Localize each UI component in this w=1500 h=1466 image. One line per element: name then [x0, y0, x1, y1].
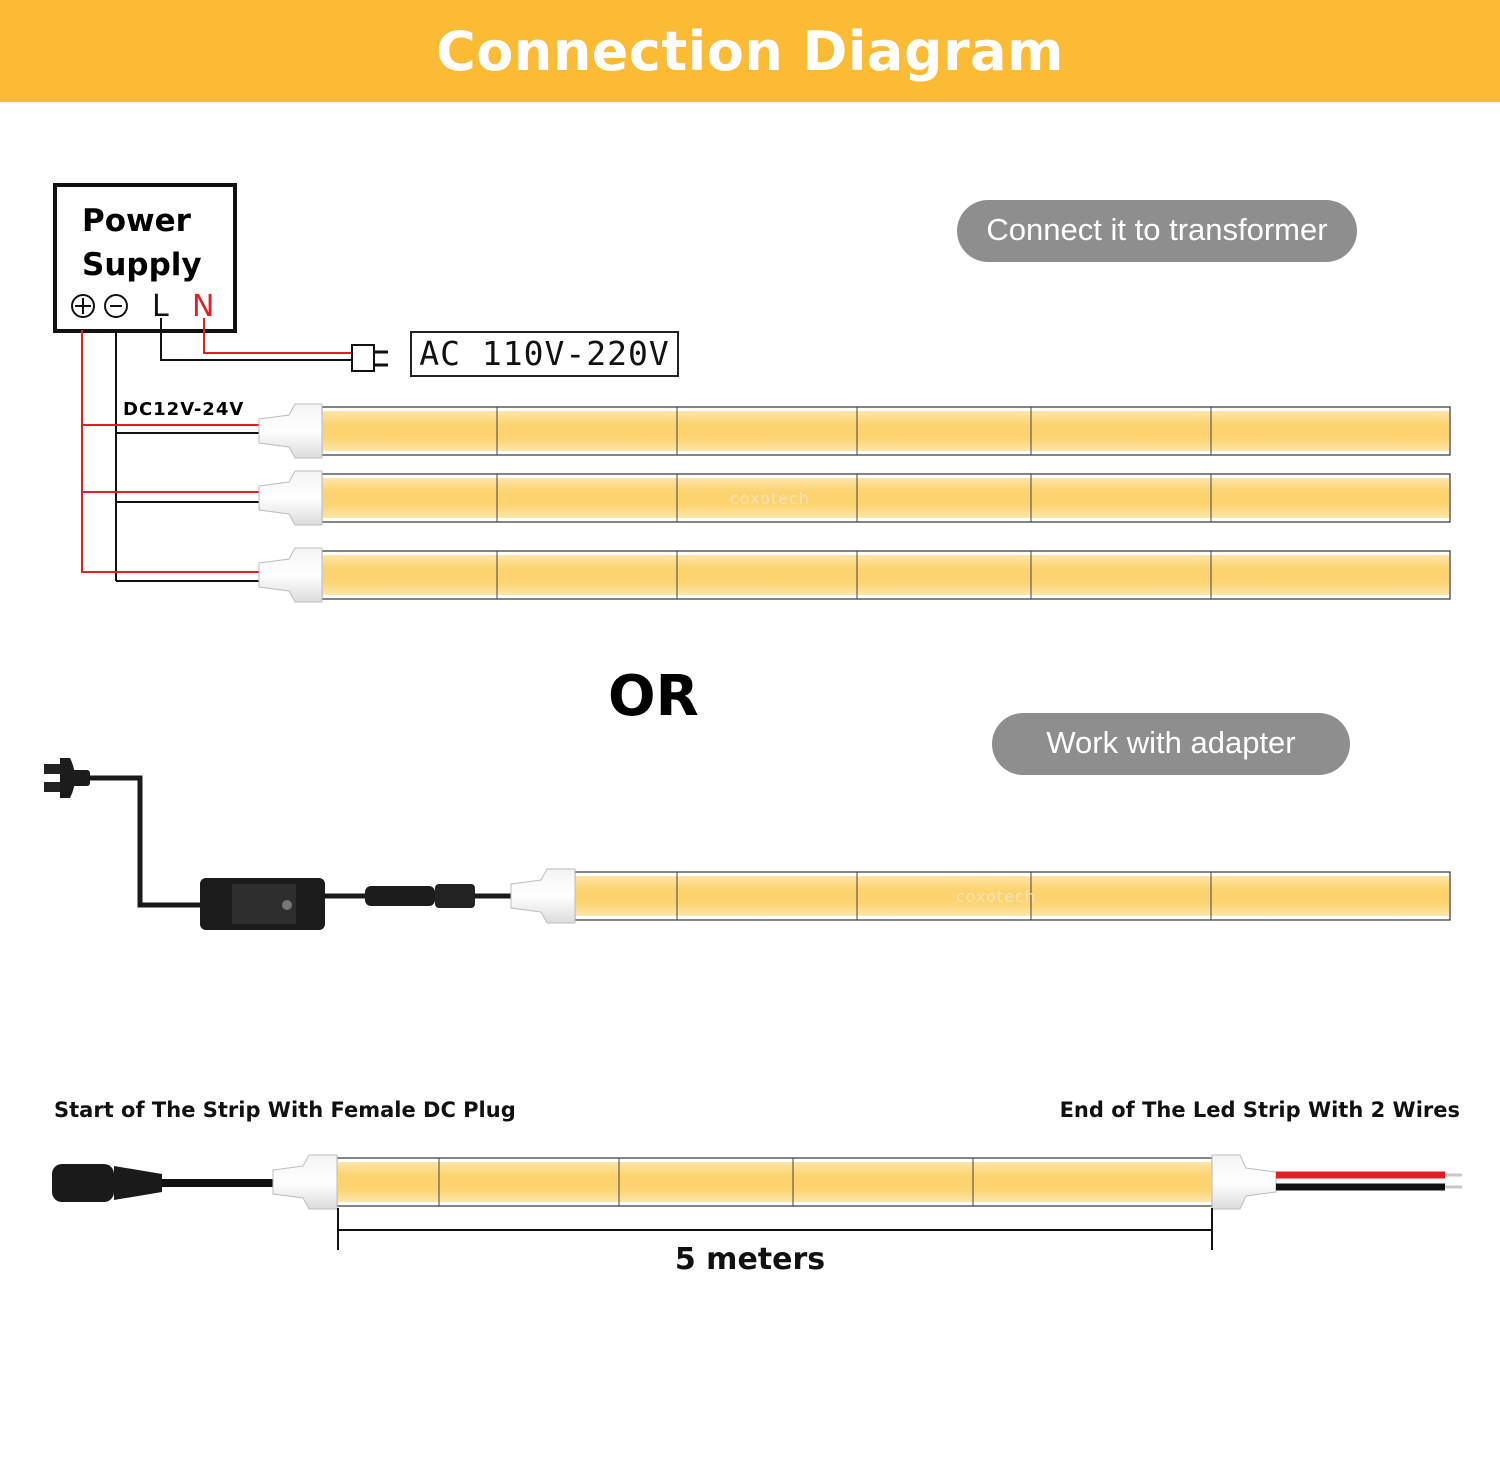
terminal-plus-icon [71, 294, 95, 318]
adapter-strip: coxotech [510, 868, 1451, 924]
power-supply-label: Power Supply [82, 199, 202, 287]
length-label: 5 meters [674, 1242, 826, 1277]
wire-n [203, 318, 352, 354]
wire-l [160, 318, 352, 361]
detail-led-strip-end-cap [272, 1154, 338, 1210]
transformer-strips: coxotech [258, 403, 1451, 603]
led-strip-3-led [323, 555, 1449, 595]
terminal-n: N [192, 289, 214, 324]
adapter-pill: Work with adapter [992, 713, 1350, 775]
transformer-pill: Connect it to transformer [957, 200, 1357, 262]
ac-voltage-label: AC 110V-220V [410, 331, 679, 377]
power-supply-text: Power Supply [82, 203, 202, 283]
dc-connector-icon [365, 884, 512, 908]
eu-plug-icon [44, 758, 90, 798]
adapter-led-strip-watermark: coxotech [956, 887, 1036, 906]
detail-led-strip-tail-cap [1211, 1154, 1277, 1210]
ac-plug-icon [351, 344, 388, 372]
led-strip-2-watermark: coxotech [730, 489, 810, 508]
led-strip-1-led [323, 411, 1449, 451]
adapter-ac-cable [88, 775, 200, 908]
led-strip-3-end-cap [258, 547, 323, 603]
adapter-led-strip: coxotech [510, 868, 1451, 924]
adapter-led-strip-led [576, 876, 1449, 916]
detail-strip [272, 1154, 1277, 1210]
header-bar: Connection Diagram [0, 0, 1500, 102]
led-strip-2-end-cap [258, 470, 323, 526]
page-title: Connection Diagram [436, 20, 1064, 83]
dc-voltage-label: DC12V-24V [123, 399, 245, 420]
start-caption: Start of The Strip With Female DC Plug [54, 1098, 516, 1122]
led-strip-2-led [323, 478, 1449, 518]
led-strip-2: coxotech [258, 470, 1451, 526]
led-strip-1 [258, 403, 1451, 459]
end-caption: End of The Led Strip With 2 Wires [1059, 1098, 1460, 1122]
or-label: OR [608, 664, 699, 729]
female-dc-plug-icon [52, 1164, 275, 1202]
detail-led-strip [272, 1154, 1277, 1210]
led-strip-3 [258, 547, 1451, 603]
adapter-led-strip-end-cap [510, 868, 576, 924]
terminal-minus-icon [104, 294, 128, 318]
detail-led-strip-led [338, 1162, 1211, 1202]
led-strip-1-end-cap [258, 403, 323, 459]
power-adapter-icon [200, 878, 325, 930]
terminal-l: L [152, 289, 169, 324]
bus-branches [82, 424, 260, 582]
